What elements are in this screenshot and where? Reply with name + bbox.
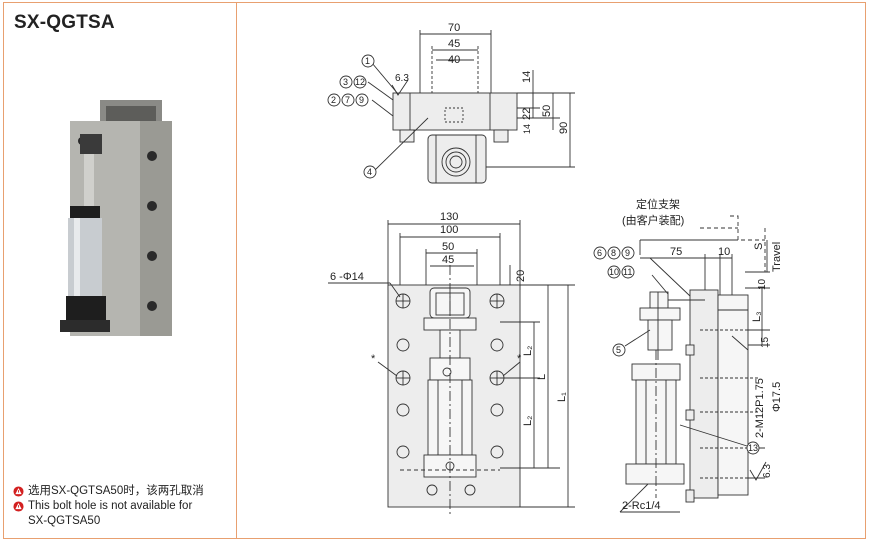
callout-10: 10 bbox=[609, 267, 619, 277]
support-label-cn: 定位支架 bbox=[636, 197, 680, 211]
callout-2: 2 bbox=[331, 95, 336, 105]
dim-14: 14 bbox=[521, 71, 533, 83]
surface-6-3: 6.3 bbox=[395, 73, 409, 84]
callout-1: 1 bbox=[365, 56, 370, 66]
note-en-1: This bolt hole is not available for bbox=[28, 500, 193, 512]
dim-90: 90 bbox=[558, 122, 570, 134]
callout-11: 11 bbox=[623, 267, 632, 277]
travel-label: Travel bbox=[771, 242, 783, 272]
outer-frame bbox=[3, 2, 866, 539]
top-view-callouts: 1 3 12 2 7 9 4 bbox=[327, 54, 377, 179]
callout-9: 9 bbox=[625, 248, 630, 258]
port-label: 2-Rc1/4 bbox=[622, 500, 661, 512]
photo-cylinder bbox=[68, 218, 102, 298]
top-view bbox=[367, 30, 575, 184]
callout-6: 6 bbox=[597, 248, 602, 258]
callout-4: 4 bbox=[367, 167, 372, 177]
dim-20: 20 bbox=[515, 270, 527, 282]
photo-rod bbox=[84, 154, 94, 234]
dim-75: 75 bbox=[670, 246, 682, 258]
callout-7: 7 bbox=[345, 95, 350, 105]
dim-L3: L₃ bbox=[751, 311, 763, 322]
callout-9: 9 bbox=[359, 95, 364, 105]
photo-cyl-cap-top bbox=[70, 206, 100, 218]
thread-label: 2-M12P1.75 bbox=[754, 378, 766, 438]
dim-L: L bbox=[536, 374, 548, 380]
callout-13: 13 bbox=[748, 443, 758, 453]
front-view-labels: 130 100 50 45 20 6 -Φ14 L₂ L₂ L L₁ * * bbox=[330, 211, 568, 426]
dim-10: 10 bbox=[718, 246, 730, 258]
side-view-labels: 定位支架 (由客户装配) 75 10 S Travel 10 L₃ 15 2-M… bbox=[622, 197, 783, 512]
holes-label: 6 -Φ14 bbox=[330, 271, 364, 283]
panel-divider bbox=[236, 2, 237, 539]
dim-10b: 10 bbox=[757, 278, 768, 290]
dim-70: 70 bbox=[448, 22, 460, 34]
product-photo bbox=[60, 100, 172, 336]
callout-3: 3 bbox=[343, 77, 348, 87]
side-view bbox=[619, 215, 770, 513]
side-view-callouts: 6 8 9 10 11 5 13 bbox=[593, 246, 760, 455]
callout-5: 5 bbox=[616, 345, 621, 355]
photo-base bbox=[60, 320, 110, 332]
photo-cyl-cap-bottom bbox=[66, 296, 106, 320]
dim-L1: L₁ bbox=[556, 392, 568, 402]
note-cn: 选用SX-QGTSA50时，该两孔取消 bbox=[28, 485, 204, 497]
phi-label: Φ17.5 bbox=[771, 382, 783, 412]
dim-45: 45 bbox=[448, 38, 460, 50]
photo-clamp-head bbox=[80, 134, 102, 154]
dim-50: 50 bbox=[541, 105, 553, 117]
technical-drawing: 70 45 40 6.3 14 22 50 90 14 1 3 12 2 7 9… bbox=[327, 22, 783, 515]
dim-45: 45 bbox=[442, 254, 454, 266]
product-title: SX-QGTSA bbox=[14, 12, 115, 33]
front-view bbox=[328, 220, 575, 515]
dim-100: 100 bbox=[440, 224, 458, 236]
dim-22: 22 bbox=[521, 108, 533, 120]
callout-12: 12 bbox=[355, 77, 365, 87]
dim-L2-lower: L₂ bbox=[522, 416, 534, 426]
warning-icon bbox=[13, 486, 24, 497]
notes: 选用SX-QGTSA50时，该两孔取消 This bolt hole is no… bbox=[13, 484, 204, 529]
star-left: * bbox=[371, 353, 376, 365]
dim-50: 50 bbox=[442, 241, 454, 253]
top-view-labels: 70 45 40 6.3 14 22 50 90 14 bbox=[395, 22, 570, 134]
dim-15: 15 bbox=[760, 336, 771, 348]
dim-S: S bbox=[753, 243, 765, 250]
callout-8: 8 bbox=[611, 248, 616, 258]
dim-L2-upper: L₂ bbox=[522, 346, 534, 356]
dim-130: 130 bbox=[440, 211, 458, 223]
dim-14b: 14 bbox=[522, 124, 532, 134]
support-note-cn: (由客户装配) bbox=[622, 213, 684, 227]
dim-40: 40 bbox=[448, 54, 460, 66]
note-en-2: SX-QGTSA50 bbox=[28, 515, 101, 527]
warning-icon bbox=[13, 501, 24, 512]
surface-6-3-side: 6.3 bbox=[762, 464, 773, 478]
star-right: * bbox=[517, 353, 522, 365]
photo-cylinder-shine bbox=[74, 218, 80, 298]
